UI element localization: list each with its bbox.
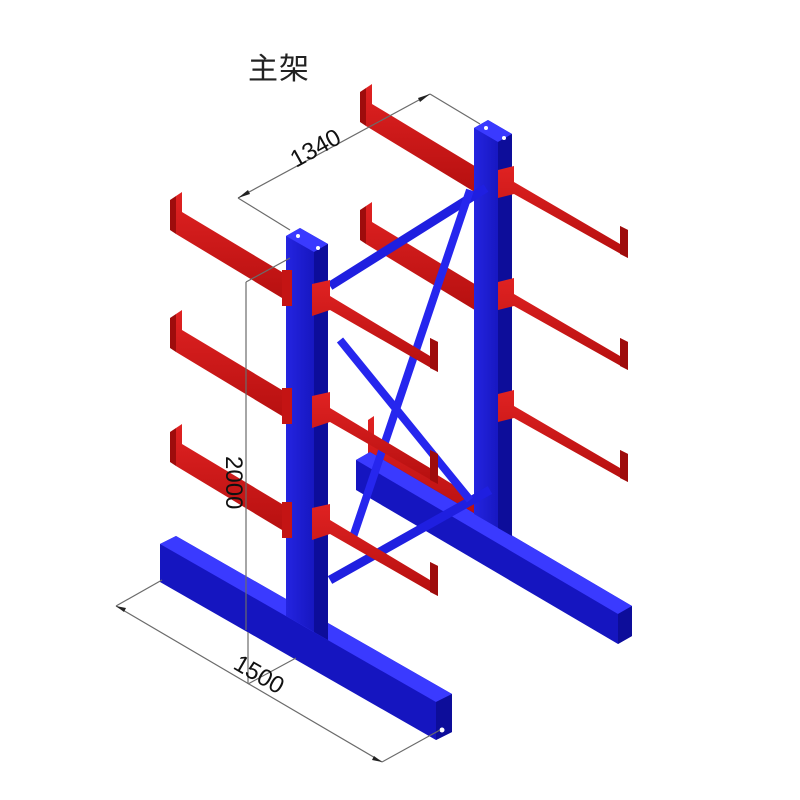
dimension-height-label: 2000 bbox=[220, 456, 247, 509]
cross-bracing bbox=[327, 184, 493, 584]
back-frame bbox=[356, 84, 632, 644]
front-left-arms bbox=[170, 192, 292, 536]
front-frame bbox=[160, 192, 452, 740]
back-right-arms bbox=[498, 166, 628, 482]
diagram-title: 主架 bbox=[248, 52, 310, 87]
front-base-beam bbox=[160, 536, 452, 740]
front-right-arms bbox=[312, 280, 438, 596]
dimension-height: 2000 bbox=[220, 257, 291, 630]
dimension-base-label: 1500 bbox=[229, 650, 289, 700]
dimension-depth-label: 1340 bbox=[286, 124, 346, 173]
